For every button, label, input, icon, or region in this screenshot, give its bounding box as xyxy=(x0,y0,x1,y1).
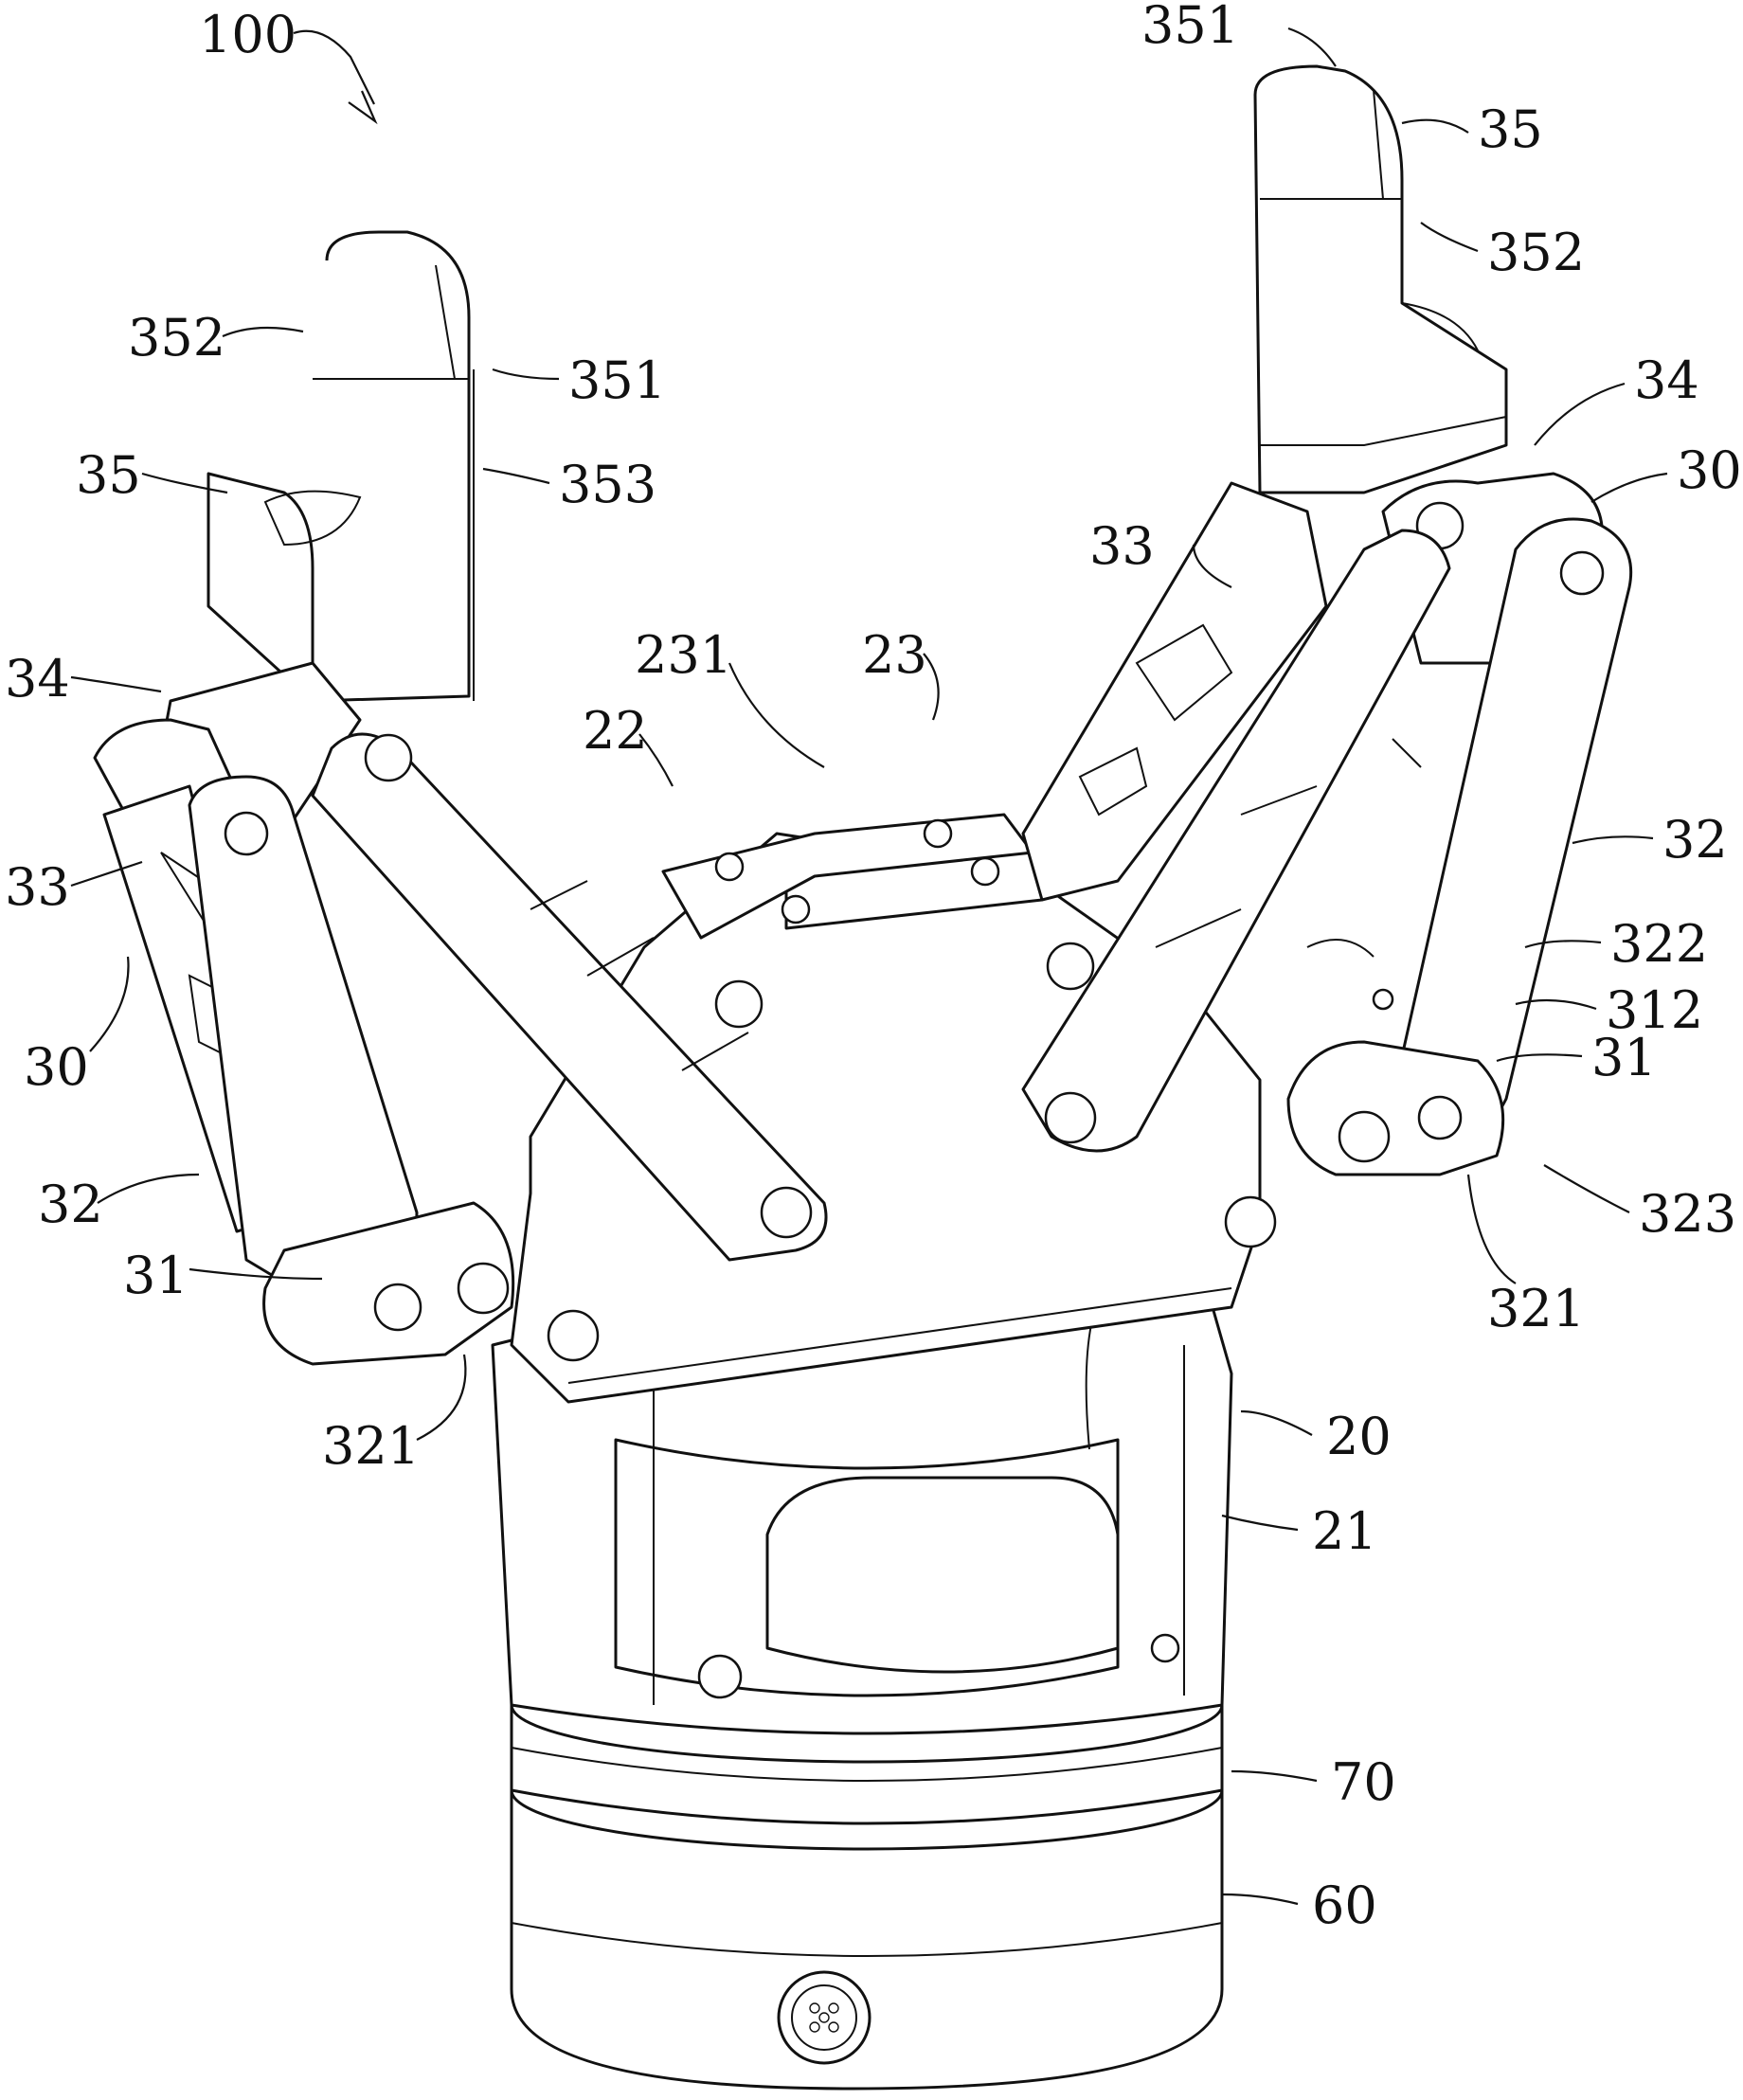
label-31-right: 31 xyxy=(1591,1028,1657,1087)
label-353: 353 xyxy=(559,455,656,514)
label-30-left: 30 xyxy=(24,1037,89,1097)
label-21: 21 xyxy=(1312,1501,1377,1561)
label-70: 70 xyxy=(1331,1752,1396,1812)
label-231: 231 xyxy=(635,625,732,685)
label-30-right: 30 xyxy=(1677,440,1742,500)
label-31-left: 31 xyxy=(123,1246,189,1305)
label-20: 20 xyxy=(1326,1407,1392,1466)
label-322: 322 xyxy=(1610,914,1708,974)
label-351-left: 351 xyxy=(568,350,666,410)
label-352-left: 352 xyxy=(128,308,225,368)
label-321-right: 321 xyxy=(1487,1279,1585,1338)
right-finger-pad-35 xyxy=(1255,66,1506,493)
label-60: 60 xyxy=(1312,1876,1377,1935)
label-assembly-100: 100 xyxy=(199,5,296,64)
label-35-left: 35 xyxy=(76,445,141,505)
label-351-right: 351 xyxy=(1141,0,1239,55)
label-33-left: 33 xyxy=(5,857,70,917)
label-35-right: 35 xyxy=(1478,99,1543,159)
label-32-right: 32 xyxy=(1662,810,1728,870)
label-32-left: 32 xyxy=(38,1175,103,1234)
label-34-left: 34 xyxy=(5,649,70,709)
label-33-right: 33 xyxy=(1089,516,1155,576)
label-34-right: 34 xyxy=(1634,350,1699,410)
left-finger-pad-35 xyxy=(208,232,474,701)
label-321-left: 321 xyxy=(322,1416,420,1476)
label-23: 23 xyxy=(862,625,927,685)
label-22: 22 xyxy=(583,701,648,761)
label-352-right: 352 xyxy=(1487,223,1585,282)
label-323: 323 xyxy=(1639,1184,1736,1244)
connector-port xyxy=(779,1972,870,2063)
